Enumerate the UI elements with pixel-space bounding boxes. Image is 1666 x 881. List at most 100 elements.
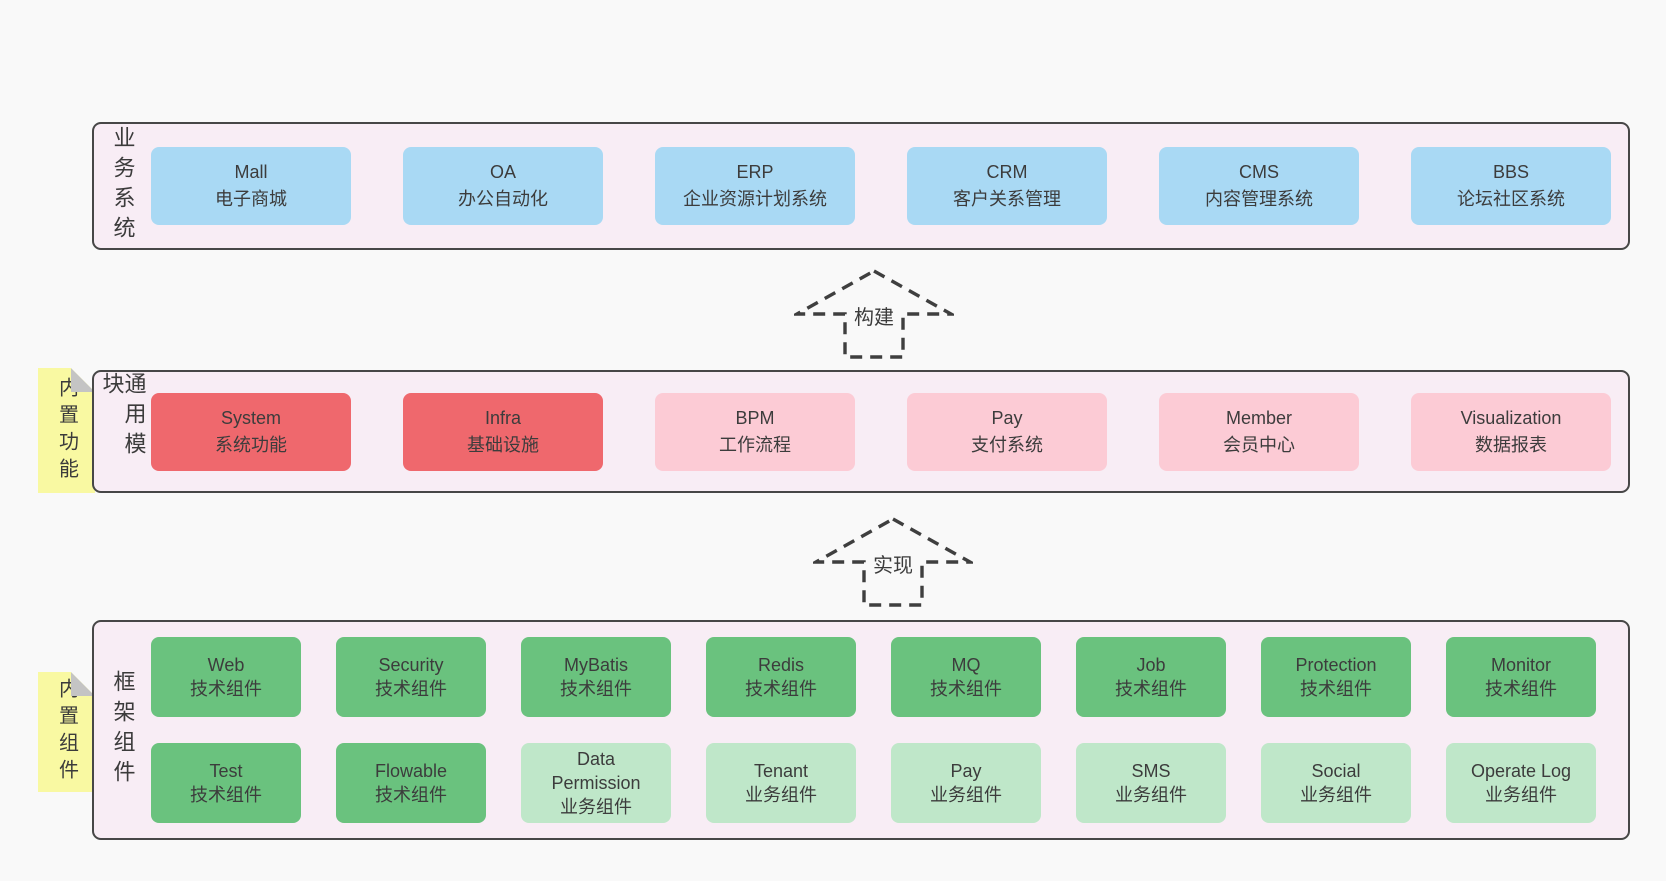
node-title: CRM [986,162,1028,182]
node-data-permission: Data Permission 业务组件 [521,743,671,823]
node-subtitle: 客户关系管理 [953,189,1061,209]
dashed-up-arrow-icon [794,269,954,359]
node-title: Protection [1295,654,1377,675]
node-subtitle: 企业资源计划系统 [683,189,827,209]
node-security: Security 技术组件 [336,637,486,717]
node-job: Job 技术组件 [1076,637,1226,717]
node-title: Data Permission [551,748,641,793]
node-subtitle: 基础设施 [467,434,539,455]
node-title: BPM [735,407,775,428]
node-operate-log: Operate Log 业务组件 [1446,743,1596,823]
node-subtitle: 技术组件 [1300,679,1372,699]
sticky-label: 内置功能 [55,376,78,485]
sticky-built-in-features: 内置功能 [38,368,95,493]
node-title: Monitor [1490,654,1552,675]
node-cms: CMS 内容管理系统 [1159,147,1359,225]
node-subtitle: 技术组件 [190,679,262,699]
dashed-up-arrow-icon [813,517,973,607]
node-subtitle: 技术组件 [375,785,447,805]
node-erp: ERP 企业资源计划系统 [655,147,855,225]
node-subtitle: 业务组件 [1300,785,1372,805]
node-subtitle: 业务组件 [1115,785,1187,805]
node-title: System [220,407,281,428]
node-title: SMS [1131,760,1171,781]
node-title: Flowable [374,760,448,781]
node-subtitle: 系统功能 [215,434,287,455]
node-subtitle: 技术组件 [560,679,632,699]
node-flowable: Flowable 技术组件 [336,743,486,823]
node-title: MQ [951,654,981,675]
sticky-label: 内置组件 [55,678,78,786]
node-title: MyBatis [563,654,628,675]
node-monitor: Monitor 技术组件 [1446,637,1596,717]
node-title: Visualization [1460,407,1562,428]
node-subtitle: 技术组件 [1485,679,1557,699]
node-subtitle: 会员中心 [1223,434,1295,455]
node-title: ERP [736,162,774,182]
arrow-build: 构建 [794,268,954,360]
node-subtitle: 技术组件 [375,679,447,699]
node-subtitle: 办公自动化 [458,189,548,209]
node-title: Mall [234,162,268,182]
node-title: Social [1311,760,1361,781]
node-subtitle: 业务组件 [745,785,817,805]
node-title: CMS [1239,162,1279,182]
node-subtitle: 技术组件 [930,679,1002,699]
node-title: Member [1225,407,1292,428]
node-title: Web [207,654,245,675]
framework-components-rows: Web 技术组件 Security 技术组件 MyBatis 技术组件 Redi… [151,637,1596,823]
node-bpm: BPM 工作流程 [655,392,855,471]
node-infra: Infra 基础设施 [403,392,603,471]
node-title: Test [209,760,243,781]
band-framework-components: 框架组件 Web 技术组件 Security 技术组件 MyBatis 技术组件… [92,620,1630,840]
node-title: Security [378,654,444,675]
node-mybatis: MyBatis 技术组件 [521,637,671,717]
node-title: Redis [757,654,805,675]
arrow-implement: 实现 [813,516,973,608]
node-mall: Mall 电子商城 [151,147,351,225]
node-subtitle: 业务组件 [930,785,1002,805]
node-sms: SMS 业务组件 [1076,743,1226,823]
node-subtitle: 论坛社区系统 [1457,189,1565,209]
node-bbs: BBS 论坛社区系统 [1411,147,1611,225]
node-subtitle: 支付系统 [971,434,1043,455]
node-title: OA [489,162,516,182]
band-common-modules: 通用模块 System 系统功能 Infra 基础设施 BPM 工作流程 Pay… [92,370,1630,493]
arrow-implement-label: 实现 [869,547,917,581]
node-member: Member 会员中心 [1159,392,1359,471]
node-test: Test 技术组件 [151,743,301,823]
band-label-framework-components: 框架组件 [110,670,136,790]
node-tenant: Tenant 业务组件 [706,743,856,823]
node-subtitle: 工作流程 [719,434,791,455]
node-subtitle: 业务组件 [560,797,632,818]
node-title: Job [1136,654,1166,675]
sticky-built-in-components: 内置组件 [38,672,95,792]
node-redis: Redis 技术组件 [706,637,856,717]
component-row-2: Test 技术组件 Flowable 技术组件 Data Permission … [151,743,1596,823]
arrow-build-label: 构建 [850,299,898,333]
node-subtitle: 技术组件 [745,679,817,699]
node-crm: CRM 客户关系管理 [907,147,1107,225]
node-subtitle: 数据报表 [1475,434,1547,455]
common-modules-row: System 系统功能 Infra 基础设施 BPM 工作流程 Pay 支付系统… [151,392,1611,471]
node-web: Web 技术组件 [151,637,301,717]
band-business-systems: 业务系统 Mall 电子商城 OA 办公自动化 ERP 企业资源计划系统 CRM… [92,122,1630,250]
node-system: System 系统功能 [151,392,351,471]
node-social: Social 业务组件 [1261,743,1411,823]
node-title: Pay [991,407,1023,428]
node-protection: Protection 技术组件 [1261,637,1411,717]
node-title: Operate Log [1470,760,1572,781]
node-pay: Pay 支付系统 [907,392,1107,471]
node-subtitle: 技术组件 [190,785,262,805]
node-subtitle: 业务组件 [1485,785,1557,805]
node-pay-component: Pay 业务组件 [891,743,1041,823]
node-title: Pay [950,760,982,781]
node-title: Tenant [753,760,809,781]
business-systems-row: Mall 电子商城 OA 办公自动化 ERP 企业资源计划系统 CRM 客户关系… [151,147,1611,225]
node-subtitle: 技术组件 [1115,679,1187,699]
node-title: BBS [1492,162,1530,182]
node-oa: OA 办公自动化 [403,147,603,225]
band-label-common-modules: 通用模块 [99,372,147,462]
node-subtitle: 电子商城 [215,189,287,209]
